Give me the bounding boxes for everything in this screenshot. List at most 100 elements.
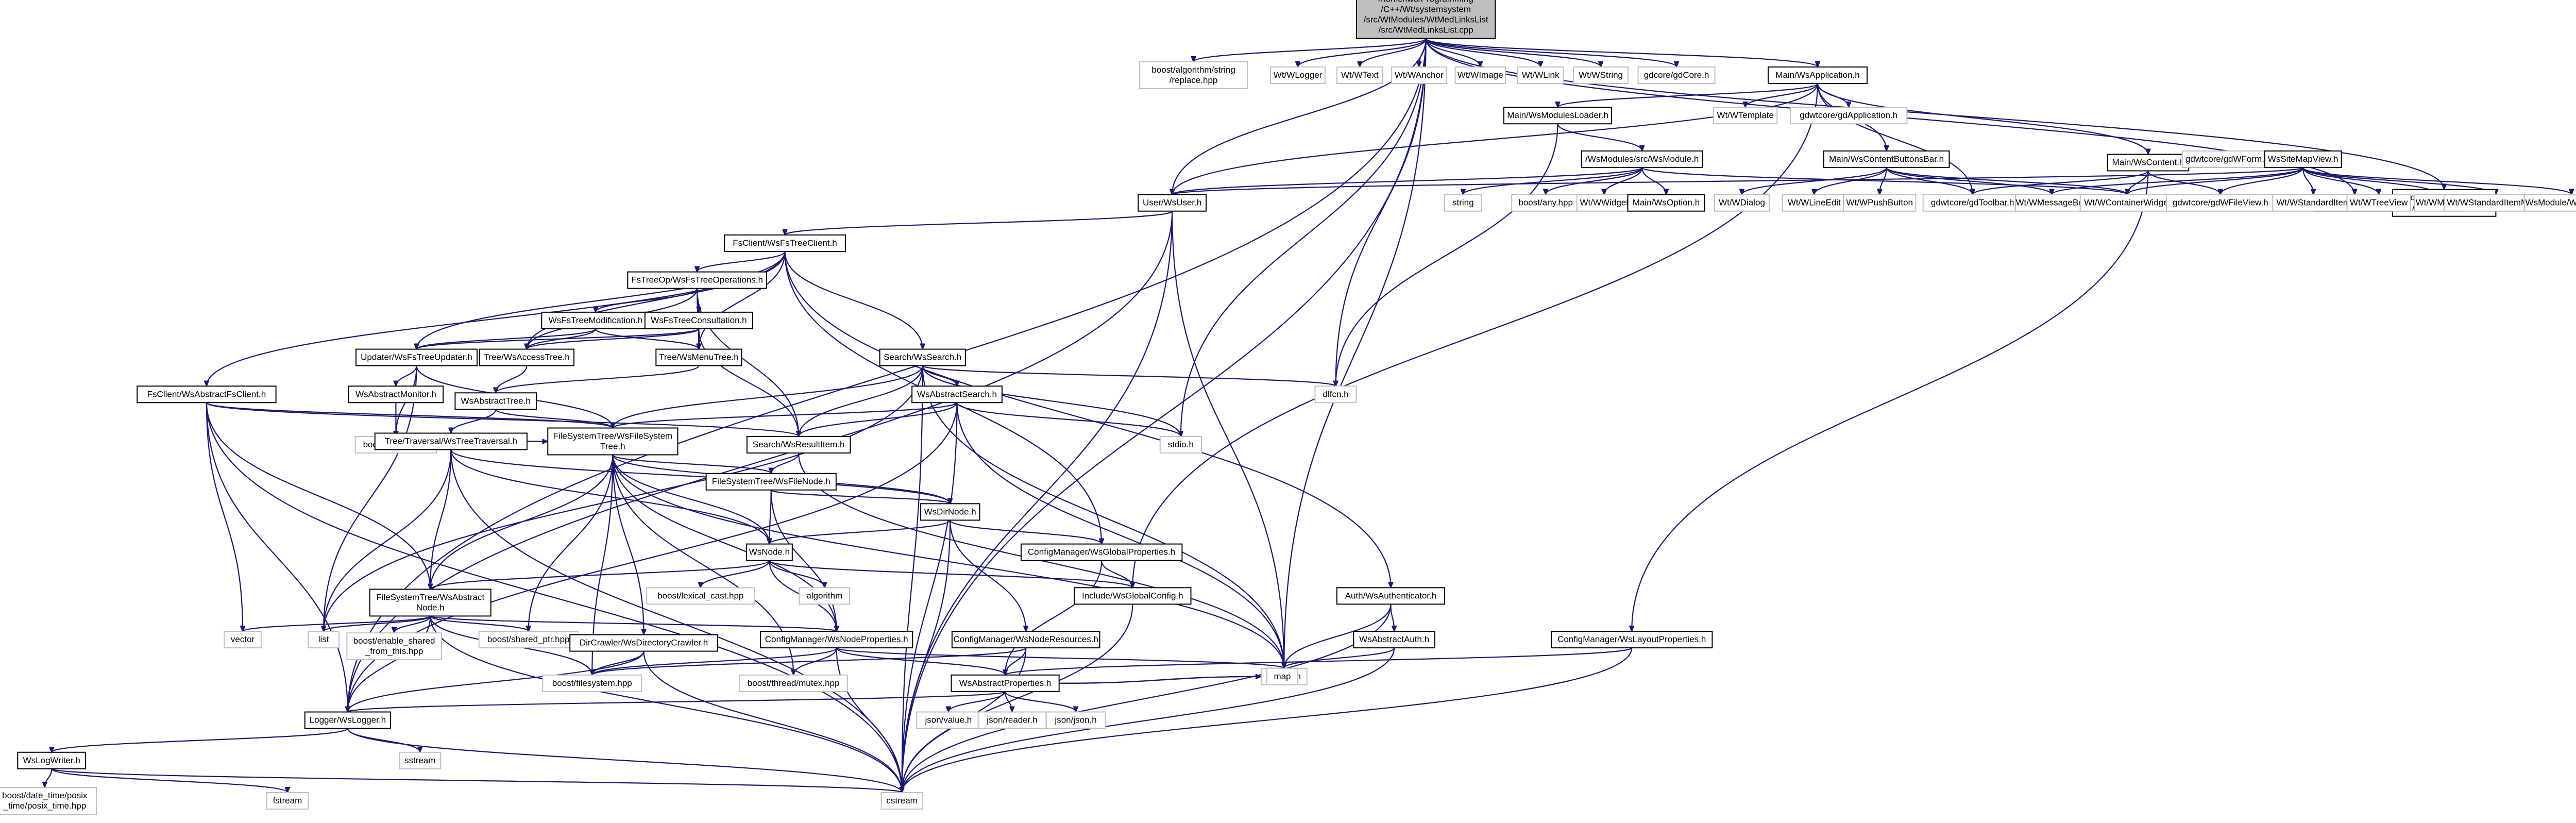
edge-n16-n21 (1463, 167, 1643, 195)
edge-n49-n73 (956, 402, 1284, 668)
node-box (1138, 194, 1207, 212)
node-label: boost/any.hpp (1518, 198, 1573, 208)
node-n31: gdwtcore/gdWFileView.h (2166, 194, 2275, 212)
node-label: Wt/WTemplate (1717, 110, 1774, 120)
edge-n40-n41 (417, 328, 700, 349)
node-box (1713, 107, 1778, 125)
node-box (879, 348, 966, 366)
node-box (1789, 107, 1908, 125)
node-n28: gdwtcore/gdToolbar.h (1922, 194, 2023, 212)
node-n16[interactable]: /WsModules/src/WsModule.h (1581, 150, 1703, 168)
node-n71[interactable]: ConfigManager/WsLayoutProperties.h (1550, 631, 1713, 649)
node-n38[interactable]: FsTreeOp/WsFsTreeOperations.h (627, 271, 767, 289)
node-box (655, 348, 742, 366)
node-root[interactable]: /home/lwo/Programming/C++/Wt/systemsyste… (1355, 0, 1496, 39)
node-label: Wt/WDialog (1719, 198, 1765, 208)
node-n12[interactable]: Main/WsModulesLoader.h (1503, 107, 1613, 125)
node-box (479, 348, 575, 366)
edge-n69-n75 (592, 647, 837, 675)
node-label: Main/WsOption.h (1633, 198, 1700, 208)
node-n52[interactable]: Tree/Traversal/WsTreeTraversal.h (374, 432, 528, 450)
node-n42[interactable]: Tree/WsAccessTree.h (479, 348, 575, 366)
node-n47[interactable]: WsAbstractMonitor.h (348, 385, 444, 404)
node-label: json/json.h (1054, 715, 1096, 725)
node-n59: boost/lexical_cast.hpp (646, 587, 755, 605)
node-label: Tree/WsAccessTree.h (484, 352, 570, 362)
node-n69[interactable]: ConfigManager/WsNodeProperties.h (760, 631, 913, 649)
edge-n44-n86 (902, 365, 923, 793)
node-label: FileSystemTree/WsAbstract (376, 592, 484, 602)
node-n62[interactable]: Auth/WsAuthenticator.h (1336, 587, 1446, 605)
edge-n42-n48 (496, 365, 528, 393)
node-label: Tree/WsMenuTree.h (659, 352, 739, 362)
node-label: Main/WsApplication.h (1775, 70, 1859, 80)
node-n78[interactable]: Logger/WsLogger.h (304, 711, 391, 729)
node-n58[interactable]: WsNode.h (745, 543, 793, 561)
edge-n17-n30 (1886, 166, 2128, 195)
node-n57[interactable]: ConfigManager/WsGlobalProperties.h (1020, 543, 1183, 561)
edge-n54-n55 (771, 452, 800, 474)
node-n9[interactable]: Main/WsApplication.h (1768, 66, 1868, 85)
edge-n55-n69 (770, 490, 837, 631)
node-n48[interactable]: WsAbstractTree.h (454, 392, 537, 410)
node-n19[interactable]: WsSiteMapView.h (2264, 150, 2342, 168)
node-label: WsAbstractTree.h (461, 396, 530, 406)
node-box (1336, 587, 1446, 605)
node-n72[interactable]: ConfigManager/WsNodeResources.h (951, 631, 1100, 649)
node-n77[interactable]: WsAbstractProperties.h (951, 674, 1060, 692)
node-n68[interactable]: DirCrawler/WsDirectoryCrawler.h (569, 634, 718, 652)
node-n56[interactable]: WsDirNode.h (920, 503, 980, 521)
node-label: json/reader.h (986, 715, 1037, 725)
node-n49[interactable]: WsAbstractSearch.h (911, 385, 1003, 404)
node-label: WsLogWriter.h (23, 755, 80, 765)
node-n44[interactable]: Search/WsSearch.h (879, 348, 966, 366)
node-n83[interactable]: WsLogWriter.h (17, 751, 87, 769)
node-n30: Wt/WContainerWidget (2079, 194, 2176, 212)
edge-n44-n54 (799, 365, 923, 436)
node-n8: gdcore/gdCore.h (1637, 66, 1716, 85)
node-label: Wt/WWidget (1580, 198, 1629, 208)
edge-n19-n20 (1172, 166, 2304, 195)
edge-n46-n63 (206, 402, 430, 589)
node-n46[interactable]: FsClient/WsAbstractFsClient.h (137, 385, 277, 404)
node-label: Wt/WPushButton (1846, 198, 1913, 208)
node-label: Updater/WsFsTreeUpdater.h (361, 352, 472, 362)
node-n82: sstream (399, 751, 442, 769)
node-box (799, 587, 850, 605)
node-box (2181, 150, 2273, 168)
node-box (2079, 194, 2176, 212)
node-n41[interactable]: Updater/WsFsTreeUpdater.h (355, 348, 478, 366)
node-n70[interactable]: WsAbstractAuth.h (1353, 631, 1435, 649)
node-n54[interactable]: Search/WsResultItem.h (746, 436, 851, 454)
edge-n46-n54 (206, 402, 799, 436)
node-n61[interactable]: Include/WsGlobalConfig.h (1074, 587, 1192, 605)
node-label: cstream (886, 796, 917, 805)
node-label: Wt/WMessageBox (2015, 198, 2088, 208)
edge-n78-n83 (52, 728, 348, 752)
node-n17[interactable]: Main/WsContentButtonsBar.h (1823, 150, 1950, 168)
node-n40[interactable]: WsFsTreeConsultation.h (644, 311, 754, 329)
node-n20[interactable]: User/WsUser.h (1138, 194, 1207, 212)
node-n37[interactable]: FsClient/WsFsTreeClient.h (723, 234, 846, 252)
edge-n83-n84 (45, 768, 53, 787)
node-label: WsFsTreeModification.h (549, 315, 643, 325)
edge-n62-n73 (1284, 604, 1392, 668)
node-n66: boost/enable_shared_from_this.hpp (346, 632, 442, 661)
node-box (2166, 194, 2275, 212)
node-n7: Wt/WString (1573, 66, 1629, 85)
node-label: Search/WsResultItem.h (753, 440, 845, 449)
node-n15[interactable]: Main/WsContent.h (2107, 154, 2190, 172)
edge-n17-n27 (1879, 167, 1887, 195)
node-n24[interactable]: Main/WsOption.h (1627, 194, 1705, 212)
node-box (454, 392, 537, 410)
node-n55[interactable]: FileSystemTree/WsFileNode.h (705, 473, 837, 491)
node-box (2272, 194, 2354, 212)
edge-root-n8 (1425, 38, 1676, 67)
node-n80: json/reader.h (977, 711, 1047, 729)
edge-n63-n64 (243, 615, 431, 631)
node-n43[interactable]: Tree/WsMenuTree.h (655, 348, 742, 366)
node-n39[interactable]: WsFsTreeModification.h (541, 311, 650, 329)
edge-n37-n41 (417, 251, 786, 349)
